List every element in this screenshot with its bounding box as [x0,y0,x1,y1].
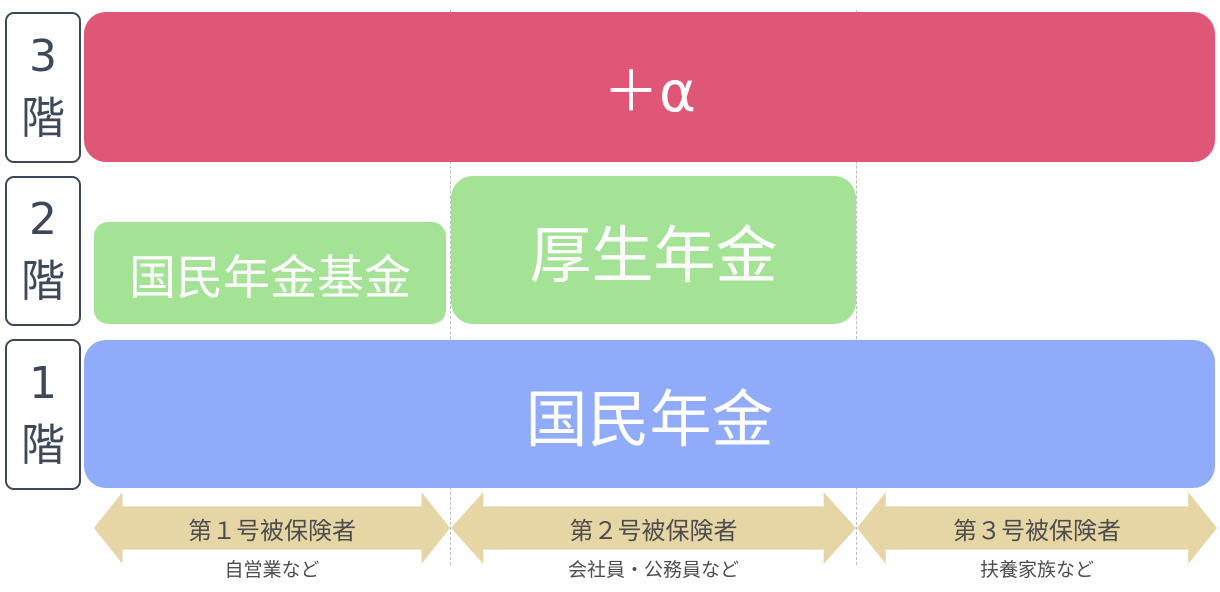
sublabel-insured-3: 扶養家族など [979,559,1094,581]
arrow-insured-1: 第１号被保険者 [94,492,450,564]
floor-label-2: 2 階 [5,176,81,326]
bar-national-pension-fund: 国民年金基金 [94,222,446,324]
arrow-label: 第１号被保険者 [188,516,356,545]
arrow-insured-2: 第２号被保険者 [451,492,856,564]
floor-label-3: 3 階 [5,12,81,163]
floor-suffix: 階 [21,92,65,144]
arrow-label: 第３号被保険者 [953,516,1121,545]
sublabel-insured-2: 会社員・公務員など [567,559,739,581]
floor-number: 1 [29,357,57,409]
arrow-label: 第２号被保険者 [569,516,738,545]
divider-line-2 [856,10,857,565]
floor-label-1: 1 階 [5,339,81,490]
floor-number: 3 [29,30,57,82]
floor-suffix: 階 [21,256,65,307]
divider-line-1 [450,10,451,565]
bar-plus-alpha: ＋α [84,12,1215,162]
floor-suffix: 階 [21,419,65,471]
floor-number: 2 [29,194,57,245]
bar-national-pension: 国民年金 [84,340,1215,488]
bar-employee-pension: 厚生年金 [451,176,856,324]
sublabel-insured-1: 自営業など [224,559,320,581]
arrow-insured-3: 第３号被保険者 [857,492,1217,564]
